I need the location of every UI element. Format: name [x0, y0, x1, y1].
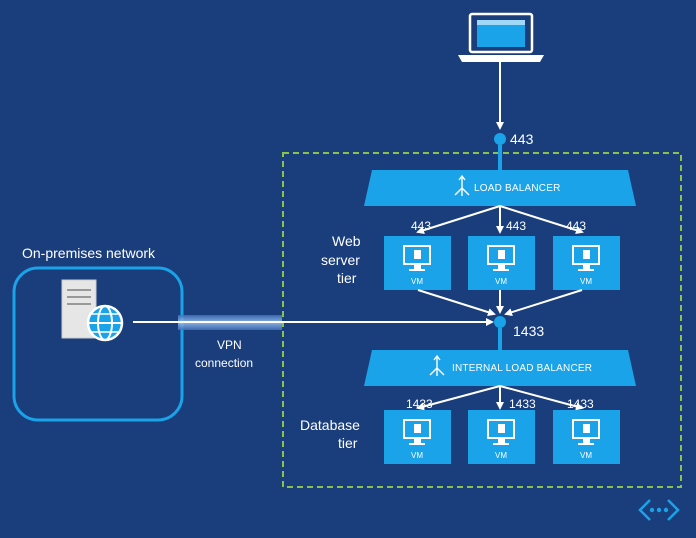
- vm-monitor-icon: [572, 245, 600, 271]
- load-balancer-label: LOAD BALANCER: [474, 183, 561, 194]
- db-vm-1-port: 1433: [406, 397, 433, 411]
- web-vm-2: VM: [468, 236, 535, 290]
- cloud-boundary: [282, 152, 682, 488]
- vm-monitor-icon: [403, 245, 431, 271]
- db-vm-2: VM: [468, 410, 535, 464]
- db-vm-2-label: VM: [495, 451, 507, 460]
- vm-monitor-icon: [403, 419, 431, 445]
- arrows-split-icon: [454, 174, 470, 196]
- web-vm-3-port: 443: [566, 219, 586, 233]
- web-vm-1: VM: [384, 236, 451, 290]
- vm-monitor-icon: [487, 245, 515, 271]
- load-balancer: LOAD BALANCER: [364, 170, 636, 206]
- web-tier-title-2: server: [321, 252, 360, 268]
- web-vm-2-port: 443: [506, 219, 526, 233]
- client-node-dot: [494, 133, 506, 145]
- db-vm-3-label: VM: [580, 451, 592, 460]
- vpn-label-2: connection: [195, 356, 253, 370]
- db-tier-title-2: tier: [338, 435, 358, 451]
- on-premises-title: On-premises network: [22, 245, 156, 261]
- web-tier-title-1: Web: [332, 233, 361, 249]
- db-vm-2-port: 1433: [509, 397, 536, 411]
- internal-node-port: 1433: [513, 323, 544, 339]
- internal-load-balancer: INTERNAL LOAD BALANCER: [364, 350, 636, 386]
- web-vm-2-label: VM: [495, 277, 507, 286]
- internal-load-balancer-label: INTERNAL LOAD BALANCER: [452, 363, 592, 374]
- web-vm-1-label: VM: [411, 277, 423, 286]
- web-vm-1-port: 443: [411, 219, 431, 233]
- internal-node-dot: [494, 316, 506, 328]
- vm-monitor-icon: [572, 419, 600, 445]
- db-tier-title-1: Database: [300, 417, 360, 433]
- web-tier-title-3: tier: [337, 270, 357, 286]
- on-premises-network: [12, 266, 184, 422]
- web-vm-3-label: VM: [580, 277, 592, 286]
- client-port-label: 443: [510, 131, 534, 147]
- db-vm-1: VM: [384, 410, 451, 464]
- vm-monitor-icon: [487, 419, 515, 445]
- web-vm-3: VM: [553, 236, 620, 290]
- arrows-split-icon: [429, 354, 445, 376]
- laptop-icon: [458, 12, 544, 62]
- db-vm-1-label: VM: [411, 451, 423, 460]
- db-vm-3: VM: [553, 410, 620, 464]
- db-vm-3-port: 1433: [567, 397, 594, 411]
- virtual-network-icon: [638, 499, 680, 521]
- vpn-label-1: VPN: [217, 338, 242, 352]
- server-globe-icon: [61, 279, 124, 342]
